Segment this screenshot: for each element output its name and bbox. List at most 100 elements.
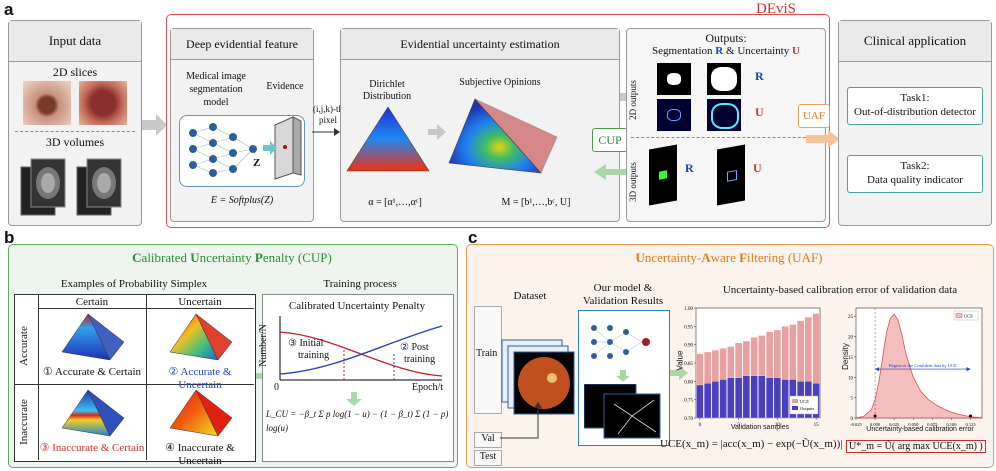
uaf-title-u: U <box>635 250 645 265</box>
cell-accurate-certain: ① Accurate & Certain <box>42 366 142 378</box>
arrow-to-clinical <box>806 130 840 148</box>
devis-label: DEviS <box>756 1 797 17</box>
arrow-model-down <box>616 370 630 382</box>
bar-outputs <box>742 375 751 419</box>
bar-outputs <box>773 377 782 419</box>
dirichlet-label-1: Dirichlet <box>369 79 405 90</box>
task1-box[interactable]: Task1: Out-of-distribution detector <box>847 87 983 125</box>
model-results-1: Our model & <box>593 282 653 294</box>
r-label-2d: R <box>755 69 764 83</box>
z-label: Z <box>253 157 261 169</box>
threshold-point-right <box>969 414 973 418</box>
bar-ytick-label: 0.70 <box>684 417 693 422</box>
bar-outputs <box>696 384 704 419</box>
fundus-icon <box>518 357 570 409</box>
cup-title-u: U <box>190 250 200 265</box>
simplex-accurate-certain <box>61 313 125 361</box>
fundus-stack <box>501 339 575 415</box>
uce-formula: UCE(x_m) = |acc(x_m) − exp(−Ũ(x_m))| <box>660 438 843 450</box>
bar-legend-swatch <box>792 399 798 403</box>
grid-hline-mid <box>14 384 254 385</box>
bar-outputs <box>735 377 743 419</box>
bar-outputs <box>766 377 774 419</box>
softplus-formula: E = Softplus(Z) <box>210 195 274 206</box>
bar-legend-label: Outputs <box>800 406 815 411</box>
slices-label: 2D slices <box>52 65 98 79</box>
uaf-network-icon <box>591 325 650 359</box>
bar-outputs <box>711 381 720 419</box>
density-ytick-label: 20 <box>848 336 854 341</box>
pixel-label-2: pixel <box>319 115 337 125</box>
skin-image-2 <box>79 81 127 125</box>
col-certain: Certain <box>75 296 109 308</box>
arrow-z-to-evidence <box>263 141 277 155</box>
simplex-inaccurate-uncertain <box>169 389 233 437</box>
density-xtick-label: 0.125 <box>965 422 976 427</box>
arrow-input-to-model <box>142 114 167 136</box>
uaf-panel-title: Uncertainty-Aware Filtering (UAF) <box>466 250 992 266</box>
bar-outputs <box>703 383 712 419</box>
outputs-subtitle: Segmentation R & Uncertainty U <box>627 45 825 57</box>
dataset-box <box>474 306 502 414</box>
cup-title-c: C <box>132 250 142 265</box>
train-label: Train <box>476 348 498 359</box>
cup-button[interactable]: CUP <box>592 128 628 152</box>
density-xtick-label: 0.075 <box>927 422 938 427</box>
examples-title: Examples of Probability Simplex <box>60 278 208 290</box>
vessel-segmentations <box>584 384 661 439</box>
density-xtick-label: 0.100 <box>946 422 957 427</box>
val-box[interactable]: Val <box>474 432 502 448</box>
cup-title-1: alibrated <box>141 250 191 265</box>
two-d-outputs-label: 2D outputs <box>627 80 638 120</box>
density-legend-label: UCE <box>964 314 973 319</box>
estimation-box: Evidential uncertainty estimation Dirich… <box>340 28 620 222</box>
confident-region-arrow-right <box>966 367 971 372</box>
unc-u: U <box>792 45 800 57</box>
post-training-1: ② Post <box>400 342 429 353</box>
bar-ylabel: Value <box>675 350 685 371</box>
bar-outputs <box>750 375 758 419</box>
uaf-title-a: A <box>701 250 711 265</box>
test-box[interactable]: Test <box>474 450 502 466</box>
task1-desc: Out-of-distribution detector <box>854 106 976 119</box>
m-formula: M = [b¹,…,bᶜ, U] <box>501 197 571 208</box>
r-label-3d: R <box>685 161 694 175</box>
evidence-label: Evidence <box>266 81 304 92</box>
col-uncertain: Uncertain <box>178 296 222 308</box>
deep-feature-title: Deep evidential feature <box>171 29 313 60</box>
u-star-formula: U*_m = Ũ( arg max UCE(x_m) ) <box>846 440 986 453</box>
unc-3d <box>717 144 745 206</box>
bar-xtick-label: 5 <box>737 423 740 428</box>
simplex-accurate-uncertain <box>169 313 233 361</box>
bar-ytick-label: 0.95 <box>684 325 693 330</box>
cup-title-3: enalty (CUP) <box>262 250 332 265</box>
u-label-2d: U <box>755 105 764 119</box>
seg-2d-2 <box>707 63 741 95</box>
model-label-3: model <box>203 97 229 108</box>
blue-curve <box>279 325 443 375</box>
density-xtick-label: 0.050 <box>908 422 919 427</box>
training-xlabel: Epoch/t <box>412 382 444 393</box>
volumes-label: 3D volumes <box>45 135 105 149</box>
training-ylabel: Number/N <box>257 324 269 367</box>
unc-2d-2 <box>707 99 741 131</box>
bar-xlabel: Validation samples <box>730 424 790 431</box>
density-ylabel: Density <box>840 343 850 370</box>
grid-vline-label <box>38 294 39 460</box>
bar-outputs <box>781 379 789 419</box>
mri-stack-1 <box>20 158 66 216</box>
uaf-button[interactable]: UAF <box>798 104 830 128</box>
mri-volumes <box>20 158 122 216</box>
clinical-title: Clinical application <box>839 21 991 62</box>
seg-2d-1 <box>657 63 691 95</box>
density-ytick-label: 10 <box>848 376 854 381</box>
density-legend <box>953 310 979 321</box>
density-xtick-label: 0.000 <box>870 422 881 427</box>
uaf-title-2: ware <box>710 250 740 265</box>
unc-2d-1 <box>657 99 691 131</box>
density-xlabel: Uncertainty-based calibration error <box>866 426 974 433</box>
task2-box[interactable]: Task2: Data quality indicator <box>847 155 983 193</box>
outputs-divider <box>631 137 821 138</box>
